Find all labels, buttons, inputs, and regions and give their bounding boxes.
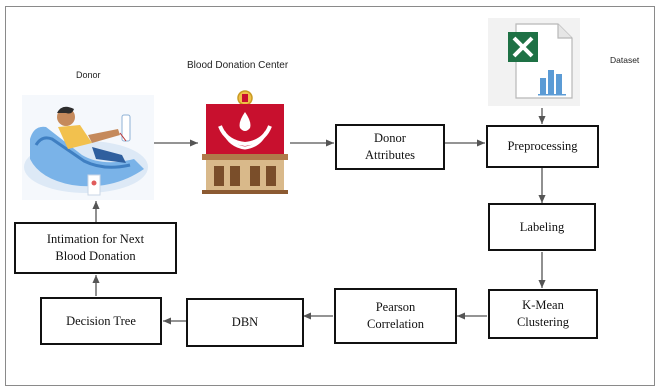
pearson-correlation-box: Pearson Correlation bbox=[334, 288, 457, 344]
dbn-box: DBN bbox=[186, 298, 304, 347]
diagram-frame bbox=[5, 6, 655, 386]
decision-tree-box: Decision Tree bbox=[40, 297, 162, 345]
k-mean-clustering-box: K-Mean Clustering bbox=[488, 289, 598, 339]
labeling-box: Labeling bbox=[488, 203, 596, 251]
dataset-label: Dataset bbox=[610, 55, 640, 65]
donor-attributes-box: Donor Attributes bbox=[335, 124, 445, 170]
preprocessing-box: Preprocessing bbox=[486, 125, 599, 168]
blood-donation-center-label: Blood Donation Center bbox=[187, 60, 289, 71]
donor-label: Donor bbox=[76, 70, 101, 80]
intimation-box: Intimation for Next Blood Donation bbox=[14, 222, 177, 274]
